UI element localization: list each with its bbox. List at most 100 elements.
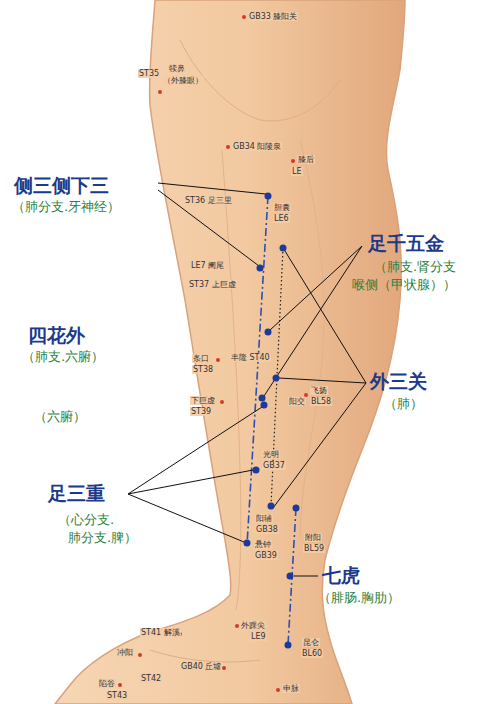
acupoint-code: ST39 — [190, 407, 212, 416]
acupoint-code: ST36 足三里 — [184, 196, 233, 205]
acupoint-code: ST37 上巨虚 — [188, 280, 237, 289]
acupoint-code: LE7 阑尾 — [190, 261, 225, 270]
minor-point — [242, 15, 246, 19]
minor-point — [222, 666, 226, 670]
acupoint-code: 犊鼻 — [168, 64, 186, 73]
point-group-name: 四花外 — [28, 325, 85, 347]
tibia-contour — [222, 150, 241, 610]
acupoint-code: GB34 阳陵泉 — [232, 142, 282, 151]
acupoint-code: LE9 — [250, 632, 267, 641]
leader-line — [158, 190, 259, 266]
acupoint-code: 条口 — [192, 354, 210, 363]
acupoint-dot — [273, 375, 280, 382]
minor-point — [220, 400, 224, 404]
indication-note: 肺分支.脾） — [68, 531, 137, 546]
acupoint-code: 附阳 — [304, 533, 322, 542]
acupoint-code: ST38 — [192, 365, 214, 374]
acupoint-code: 陷谷 — [98, 679, 116, 688]
acupoint-dot — [253, 467, 260, 474]
acupoint-code: （外膝眼） — [162, 76, 204, 85]
acupoint-dot — [244, 540, 251, 547]
leader-lines — [128, 183, 366, 576]
acupoint-code: LE — [291, 167, 303, 176]
minor-point — [118, 683, 122, 687]
acupoint-code: 昆仑 — [302, 638, 320, 647]
indication-note: （肺支.肾分支 — [374, 260, 456, 275]
acupoint-dots — [244, 193, 300, 649]
point-group-name: 足三重 — [48, 483, 105, 505]
acupoint-code: ST42 — [140, 674, 162, 683]
muscle-contour — [300, 140, 324, 540]
acupoint-code: GB33 膝阳关 — [248, 12, 298, 21]
acupoint-dot — [293, 505, 300, 512]
acupoint-code: GB37 — [262, 461, 286, 470]
acupoint-code: 申脉 — [282, 684, 300, 693]
acupoint-code: GB38 — [255, 525, 279, 534]
foot-contour — [150, 650, 260, 662]
indication-note: （心分支. — [58, 513, 114, 528]
indication-note: （肺支.六腑） — [22, 350, 104, 365]
point-group-name: 足千五金 — [368, 233, 444, 255]
meridian-lines — [247, 196, 296, 645]
acupoint-code: 阳交 — [288, 397, 306, 406]
point-group-name: 七虎 — [322, 565, 360, 587]
leader-line — [285, 251, 366, 383]
acupoint-code: ST35 — [138, 69, 160, 78]
acupoint-code: 阳辅 — [255, 514, 273, 523]
leader-line — [279, 378, 366, 383]
indication-note: （腓肠.胸肋） — [318, 591, 400, 606]
acupoint-code: 胆囊 — [273, 203, 291, 212]
minor-point — [226, 145, 230, 149]
acupoint-code: BL59 — [303, 544, 325, 553]
leader-line — [128, 407, 262, 494]
acupoint-code: 冲阳 — [116, 648, 134, 657]
point-group-name: 外三关 — [370, 371, 427, 393]
acupoint-code: LE6 — [273, 214, 290, 223]
acupoint-dot — [259, 395, 266, 402]
minor-point — [235, 624, 239, 628]
acupoint-dot — [287, 573, 294, 580]
indication-note: 喉侧（甲状腺）） — [352, 278, 456, 293]
minor-point — [158, 90, 162, 94]
acupoint-dot — [261, 402, 268, 409]
acupoint-code: BL60 — [301, 649, 323, 658]
leader-line — [273, 383, 366, 508]
indication-note: （肺） — [384, 397, 423, 412]
knee-contour — [180, 40, 340, 121]
minor-points — [118, 15, 308, 692]
leg-outline — [55, 0, 405, 704]
leader-line — [270, 246, 362, 330]
acupoint-dot — [280, 245, 287, 252]
acupoint-code: 丰隆 ST40 — [230, 353, 271, 362]
indication-note: （肺分支.牙神经） — [12, 200, 120, 215]
leader-line — [158, 183, 266, 194]
minor-point — [216, 358, 220, 362]
meridian-line — [247, 196, 268, 545]
acupoint-code: 光明 — [262, 450, 280, 459]
acupoint-code: 下巨虚 — [190, 396, 216, 405]
leader-line — [294, 576, 318, 577]
leader-line — [128, 470, 253, 494]
acupoint-dot — [268, 503, 275, 510]
acupoint-dot — [265, 329, 272, 336]
minor-point — [276, 688, 280, 692]
leader-line — [264, 246, 362, 396]
acupoint-code: 悬钟 — [254, 540, 272, 549]
acupoint-dot — [285, 642, 292, 649]
leader-line — [128, 494, 244, 542]
minor-point — [138, 653, 142, 657]
acupoint-code: 膝后 — [297, 155, 315, 164]
acupoint-dot — [257, 265, 264, 272]
acupoint-code: ST41 解溪 — [140, 628, 181, 637]
acupoint-code: ST43 — [106, 691, 128, 700]
indication-note: （六腑） — [34, 410, 86, 425]
acupoint-code: GB40 丘墟 — [180, 662, 222, 671]
acupoint-code: BL58 — [310, 397, 332, 406]
acupoint-code: 外踝尖 — [240, 621, 266, 630]
acupoint-dot — [265, 193, 272, 200]
acupoint-code: 飞扬 — [310, 386, 328, 395]
point-group-name: 侧三侧下三 — [14, 175, 109, 197]
acupoint-code: GB39 — [254, 551, 278, 560]
minor-point — [291, 159, 295, 163]
